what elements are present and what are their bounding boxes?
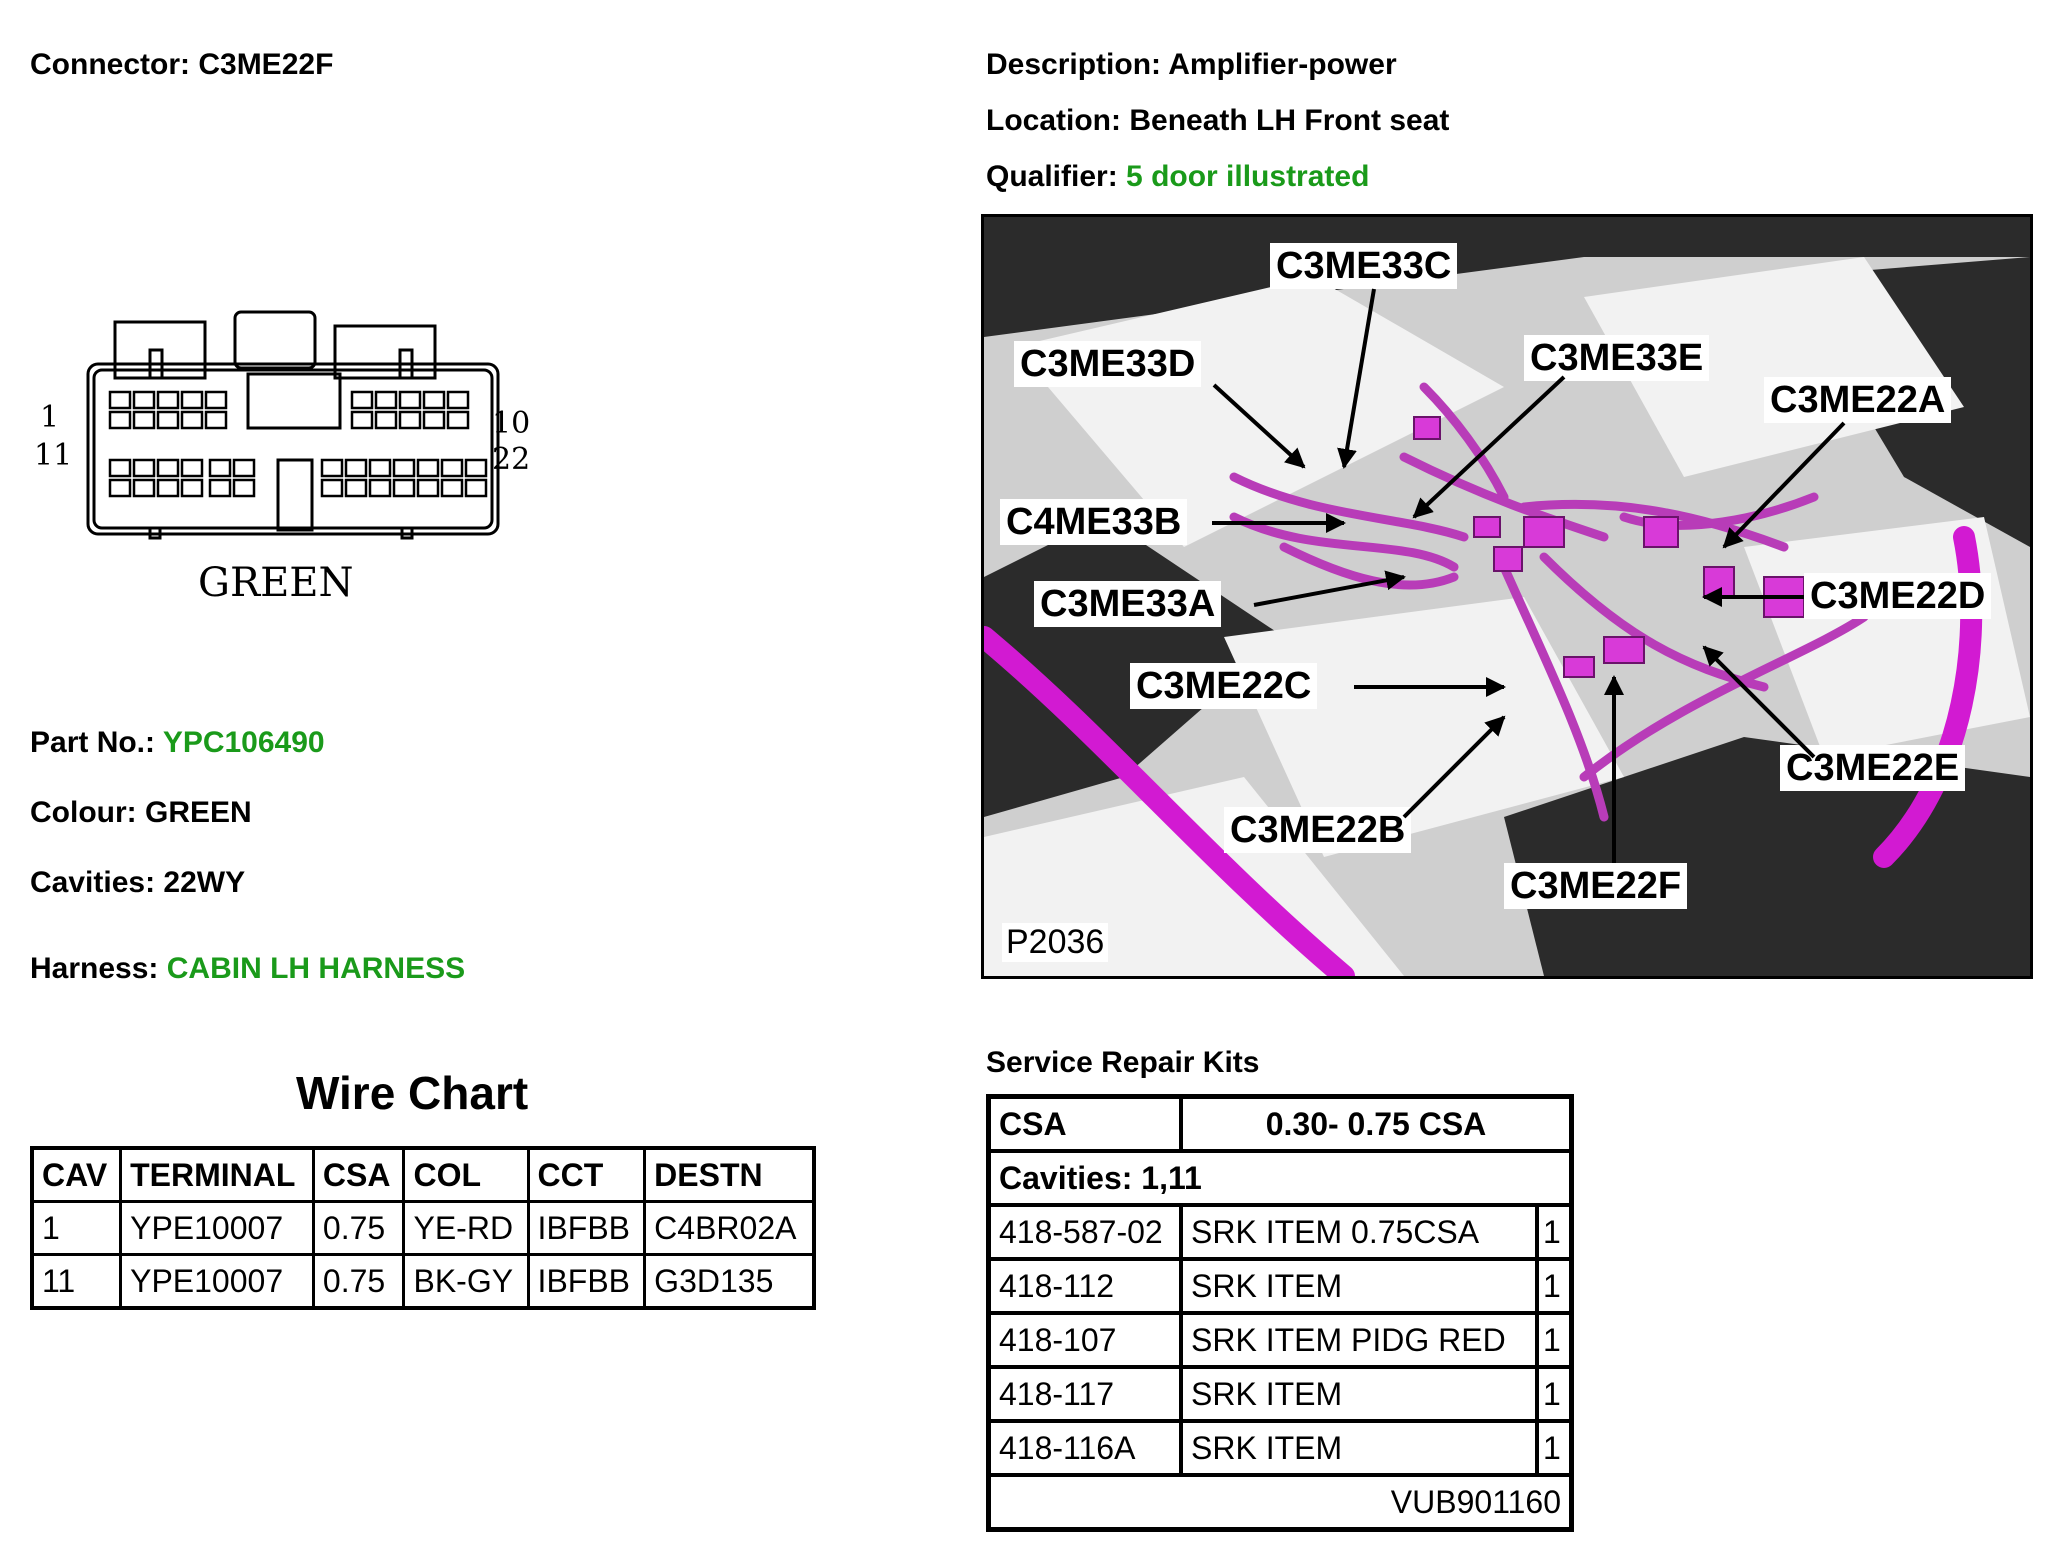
srk-desc: SRK ITEM (1179, 1419, 1539, 1477)
srk-part: 418-112 (986, 1257, 1183, 1315)
srk-desc: SRK ITEM (1179, 1257, 1539, 1315)
cell-cav: 1 (30, 1200, 123, 1256)
connector-value: C3ME22F (198, 48, 334, 81)
srk-part: 418-107 (986, 1311, 1183, 1369)
qualifier-label: Qualifier: (986, 160, 1118, 193)
header-cav: CAV (30, 1146, 123, 1203)
colour-label: Colour: (30, 796, 137, 829)
callout-c3me22b: C3ME22B (1224, 807, 1412, 853)
srk-desc: SRK ITEM 0.75CSA (1179, 1203, 1539, 1261)
location-illustration: C3ME33C C3ME33D C3ME33E C3ME22A C4ME33B … (981, 214, 2033, 979)
cell-col: YE-RD (402, 1200, 530, 1256)
cell-cct: IBFBB (526, 1253, 647, 1310)
diagram-colour-caption: GREEN (198, 560, 354, 606)
colour-line: Colour: GREEN (30, 796, 252, 830)
header-destn: DESTN (643, 1146, 816, 1203)
cell-col: BK-GY (402, 1253, 530, 1310)
pin-label-10: 10 (492, 406, 531, 441)
srk-qty: 1 (1535, 1311, 1574, 1369)
connector-label: Connector: (30, 48, 190, 81)
pin-label-1: 1 (40, 400, 60, 435)
figure-id: P2036 (1002, 923, 1109, 962)
callout-c3me22f: C3ME22F (1504, 863, 1688, 909)
callout-c3me22e: C3ME22E (1780, 745, 1966, 791)
callout-c3me33d: C3ME33D (1014, 341, 1202, 387)
colour-value: GREEN (144, 796, 252, 829)
connector-diagram: 1 11 10 22 GREEN (30, 300, 550, 620)
srk-csa-value: 0.30- 0.75 CSA (1179, 1094, 1574, 1153)
cell-destn: C4BR02A (643, 1200, 816, 1256)
table-row: 418-117 SRK ITEM 1 (986, 1365, 1574, 1423)
srk-table: CSA 0.30- 0.75 CSA Cavities: 1,11 418-58… (986, 1094, 1574, 1532)
cell-terminal: YPE10007 (119, 1200, 315, 1256)
srk-csa-label: CSA (986, 1094, 1183, 1153)
srk-qty: 1 (1535, 1419, 1574, 1477)
srk-part: 418-117 (986, 1365, 1183, 1423)
connector-line: Connector: C3ME22F (30, 48, 333, 82)
table-row: 418-107 SRK ITEM PIDG RED 1 (986, 1311, 1574, 1369)
cell-csa: 0.75 (311, 1253, 406, 1310)
header-terminal: TERMINAL (119, 1146, 315, 1203)
connector-face-drawing (86, 310, 500, 540)
callout-arrows (1212, 288, 1846, 863)
header-csa: CSA (311, 1146, 406, 1203)
srk-qty: 1 (1535, 1365, 1574, 1423)
location-value: Beneath LH Front seat (1129, 104, 1450, 137)
header-col: COL (402, 1146, 530, 1203)
location-line: Location: Beneath LH Front seat (986, 104, 1449, 138)
qualifier-line: Qualifier: 5 door illustrated (986, 160, 1369, 194)
callout-c3me33e: C3ME33E (1524, 335, 1710, 381)
cell-cav: 11 (30, 1253, 123, 1310)
part-no-value: YPC106490 (162, 726, 325, 759)
srk-part: 418-116A (986, 1419, 1183, 1477)
description-line: Description: Amplifier-power (986, 48, 1397, 82)
srk-part: 418-587-02 (986, 1203, 1183, 1261)
cell-destn: G3D135 (643, 1253, 816, 1310)
callout-c3me22c: C3ME22C (1130, 663, 1318, 709)
pin-label-11: 11 (34, 438, 73, 473)
harness-value: CABIN LH HARNESS (166, 952, 466, 985)
table-row: 418-112 SRK ITEM 1 (986, 1257, 1574, 1315)
table-row: 11 YPE10007 0.75 BK-GY IBFBB G3D135 (30, 1253, 816, 1310)
srk-title: Service Repair Kits (986, 1046, 1260, 1079)
table-row: 1 YPE10007 0.75 YE-RD IBFBB C4BR02A (30, 1200, 816, 1256)
srk-footer: VUB901160 (986, 1473, 1574, 1532)
callout-c3me33c: C3ME33C (1270, 243, 1458, 289)
callout-c3me33a: C3ME33A (1034, 581, 1222, 627)
harness-line: Harness: CABIN LH HARNESS (30, 952, 465, 986)
pin-label-22: 22 (492, 442, 531, 477)
srk-footer-row: VUB901160 (986, 1473, 1574, 1532)
srk-cavities: Cavities: 1,11 (986, 1149, 1574, 1207)
srk-desc: SRK ITEM (1179, 1365, 1539, 1423)
location-label: Location: (986, 104, 1121, 137)
table-row: 418-116A SRK ITEM 1 (986, 1419, 1574, 1477)
part-no-label: Part No.: (30, 726, 156, 759)
callout-c3me22a: C3ME22A (1764, 377, 1952, 423)
wire-chart-title: Wire Chart (296, 1067, 529, 1119)
wire-chart-table: CAV TERMINAL CSA COL CCT DESTN 1 YPE1000… (30, 1146, 816, 1310)
srk-qty: 1 (1535, 1203, 1574, 1261)
table-row: 418-587-02 SRK ITEM 0.75CSA 1 (986, 1203, 1574, 1261)
wire-chart-header-row: CAV TERMINAL CSA COL CCT DESTN (30, 1146, 816, 1203)
qualifier-value: 5 door illustrated (1126, 160, 1370, 193)
description-value: Amplifier-power (1168, 48, 1397, 81)
srk-desc: SRK ITEM PIDG RED (1179, 1311, 1539, 1369)
header-cct: CCT (526, 1146, 647, 1203)
callout-c3me22d: C3ME22D (1804, 573, 1992, 619)
cavities-label: Cavities: (30, 866, 156, 899)
srk-cavities-row: Cavities: 1,11 (986, 1149, 1574, 1207)
harness-label: Harness: (30, 952, 159, 985)
cavities-line: Cavities: 22WY (30, 866, 245, 900)
cell-csa: 0.75 (311, 1200, 406, 1256)
srk-header-row: CSA 0.30- 0.75 CSA (986, 1094, 1574, 1153)
srk-qty: 1 (1535, 1257, 1574, 1315)
callout-c4me33b: C4ME33B (1000, 499, 1188, 545)
cell-terminal: YPE10007 (119, 1253, 315, 1310)
cavities-value: 22WY (163, 866, 246, 899)
cell-cct: IBFBB (526, 1200, 647, 1256)
description-label: Description: (986, 48, 1162, 81)
part-no-line: Part No.: YPC106490 (30, 726, 325, 760)
